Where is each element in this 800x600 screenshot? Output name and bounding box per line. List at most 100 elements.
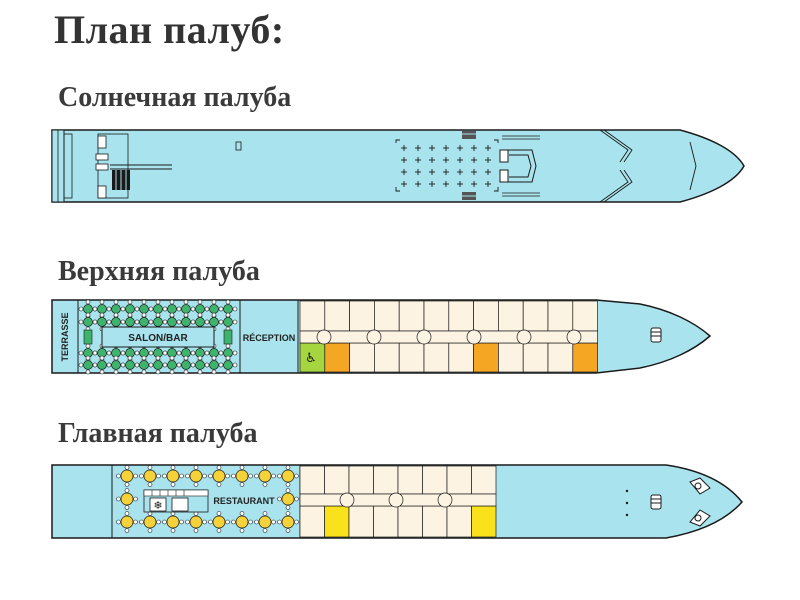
salon-label: SALON/BAR — [128, 333, 188, 344]
main-deck-cabins — [299, 465, 497, 538]
table — [162, 465, 184, 487]
corridor-node — [566, 329, 582, 345]
cabin — [374, 342, 400, 373]
seat-mark — [429, 169, 435, 175]
sun-deck-stage — [499, 149, 537, 183]
helm-icon — [650, 327, 662, 343]
seat-mark — [429, 181, 435, 187]
cabin — [572, 300, 598, 332]
cabin — [373, 465, 399, 495]
seating-area-frame — [395, 139, 499, 192]
salon-side-table-left — [83, 329, 93, 345]
cabin — [324, 465, 350, 495]
cabin — [473, 342, 499, 373]
cabin — [446, 505, 472, 538]
seat-mark — [457, 169, 463, 175]
sun-deck-plan — [51, 129, 745, 203]
seat-mark — [485, 181, 491, 187]
cabin — [547, 300, 574, 332]
seat-mark — [485, 169, 491, 175]
table — [139, 465, 161, 487]
cabin — [422, 505, 448, 538]
seat-mark — [415, 145, 421, 151]
table — [162, 511, 184, 533]
seat-mark — [429, 145, 435, 151]
cabin — [299, 465, 325, 495]
seat-mark — [471, 145, 477, 151]
cabin — [471, 505, 497, 538]
seat-mark — [457, 181, 463, 187]
table — [231, 465, 253, 487]
table — [204, 355, 224, 375]
svg-text:♿: ♿ — [305, 351, 317, 366]
seat-mark — [401, 145, 407, 151]
main-deck-plan: ❄ RESTAURANT — [51, 464, 743, 539]
table — [116, 465, 138, 487]
vent-top — [462, 131, 476, 139]
page-title: План палуб: — [54, 7, 285, 52]
salon-bar-counter — [101, 326, 215, 348]
seat-mark — [485, 157, 491, 163]
seat-mark — [471, 157, 477, 163]
cabin — [522, 300, 549, 332]
corridor-node — [316, 329, 332, 345]
seat-mark — [443, 169, 449, 175]
cabin — [572, 342, 598, 373]
table — [116, 488, 138, 510]
anchor-winch-icon — [689, 477, 711, 527]
corridor-node — [388, 492, 404, 508]
table — [208, 511, 230, 533]
table — [116, 511, 138, 533]
cabin — [348, 505, 374, 538]
salon-side-table-right — [223, 329, 233, 345]
cabin — [349, 342, 375, 373]
cabin — [398, 300, 425, 332]
cabin — [448, 342, 474, 373]
table — [254, 465, 276, 487]
corridor-node — [437, 492, 453, 508]
restaurant-label: RESTAURANT — [213, 496, 275, 506]
snowflake-icon: ❄ — [149, 497, 167, 512]
cabin — [374, 300, 400, 332]
table — [208, 465, 230, 487]
seat-mark — [457, 157, 463, 163]
cabin — [324, 505, 350, 538]
seat-mark — [457, 145, 463, 151]
seat-mark — [429, 157, 435, 163]
cabin — [299, 342, 326, 373]
table — [254, 511, 276, 533]
seat-mark — [443, 145, 449, 151]
reception-label: RÉCEPTION — [243, 333, 296, 343]
main-deck-title: Главная палуба — [58, 418, 258, 449]
table — [277, 488, 299, 510]
corridor-node — [516, 329, 532, 345]
upper-deck-cabins — [299, 300, 598, 373]
cabin — [397, 465, 423, 495]
cabin — [448, 300, 474, 332]
seat-mark — [401, 157, 407, 163]
cabin — [349, 300, 375, 332]
cabin — [547, 342, 574, 373]
seat-mark — [443, 181, 449, 187]
table — [218, 355, 238, 375]
cabin — [397, 505, 423, 538]
seat-mark — [485, 145, 491, 151]
corridor-node — [339, 492, 355, 508]
cabin — [348, 465, 374, 495]
cabin — [446, 465, 472, 495]
seat-mark — [415, 169, 421, 175]
cabin — [299, 300, 326, 332]
cabin — [473, 300, 499, 332]
seat-mark — [401, 169, 407, 175]
table — [277, 465, 299, 487]
sun-deck-title: Солнечная палуба — [58, 82, 292, 113]
table — [106, 355, 126, 375]
seat-mark — [401, 181, 407, 187]
table — [231, 511, 253, 533]
cabin — [324, 300, 350, 332]
bow-frame — [599, 129, 697, 203]
upper-deck-title: Верхняя палуба — [58, 256, 260, 287]
table — [185, 511, 207, 533]
corridor-node — [466, 329, 482, 345]
cabin — [498, 342, 524, 373]
